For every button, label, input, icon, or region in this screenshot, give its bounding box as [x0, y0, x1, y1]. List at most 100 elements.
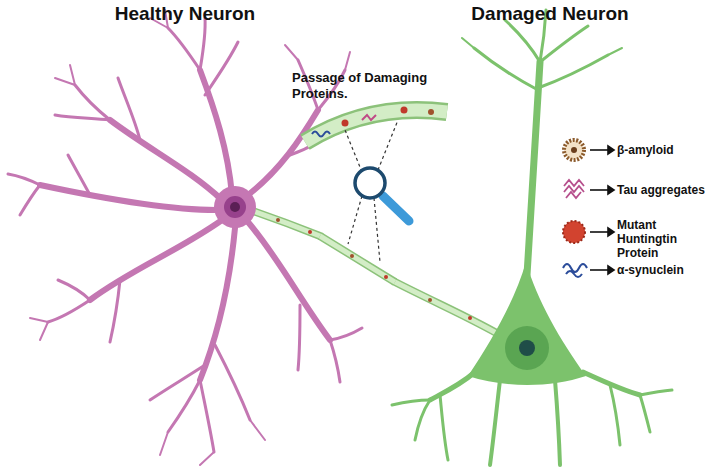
dendrite — [248, 110, 318, 195]
legend-arrow — [590, 189, 608, 191]
dendrite — [555, 380, 560, 465]
protein-dot — [350, 254, 354, 258]
axon-core — [250, 210, 320, 236]
dendrite — [40, 185, 216, 210]
dendrite — [640, 390, 672, 395]
dendrite — [505, 20, 540, 62]
legend-arrow — [590, 231, 608, 233]
dendrite — [168, 28, 200, 70]
dendrite — [20, 185, 40, 215]
dendrite — [527, 62, 540, 275]
dendrite — [118, 78, 140, 140]
axon-core — [320, 236, 395, 282]
legend-icons — [563, 140, 614, 277]
axon-outline — [320, 236, 395, 282]
huntingtin-icon — [563, 221, 585, 243]
axon-core — [395, 282, 512, 342]
legend-text: α-synuclein — [617, 263, 709, 277]
dendrite — [55, 65, 75, 85]
protein-dot — [468, 316, 472, 320]
neuron-heading: Healthy Neuron — [85, 3, 285, 25]
dendrite — [430, 372, 475, 400]
dendrite — [474, 48, 538, 90]
protein-dot — [428, 298, 432, 302]
tau-icon — [564, 180, 584, 198]
legend-arrows — [590, 146, 614, 274]
dendrite — [55, 115, 110, 120]
dendrite — [160, 420, 265, 465]
legend-arrow — [590, 149, 608, 151]
dendrite — [538, 55, 608, 88]
dendrite — [285, 45, 350, 70]
amyloid-icon-core — [571, 147, 577, 153]
dendrite — [330, 340, 340, 382]
protein-dot — [384, 275, 388, 279]
dendrite — [415, 400, 430, 440]
leader-line — [378, 120, 398, 170]
axon-outline — [250, 210, 320, 236]
dendrite — [462, 38, 622, 55]
dendrite — [330, 328, 362, 340]
leader-line — [374, 198, 380, 262]
dendrite — [90, 220, 222, 300]
tau-particle — [362, 115, 376, 120]
axon-outline — [395, 282, 512, 342]
neuron-region: Healthy Neuron — [0, 0, 320, 472]
legend-arrow — [590, 269, 608, 271]
dendrite — [298, 305, 300, 370]
dendrite — [110, 120, 222, 200]
legend-arrowhead — [608, 228, 614, 236]
dendrite — [150, 365, 205, 400]
dendrite — [168, 380, 200, 432]
huntingtin-particle — [342, 120, 349, 127]
legend-text: Mutant Huntingtin Protein — [617, 218, 709, 260]
protein-dot — [308, 230, 312, 234]
healthy-soma — [214, 186, 256, 228]
leader-lines — [345, 120, 398, 262]
dendrite — [110, 280, 120, 342]
dendrite — [392, 400, 430, 405]
dendrite — [215, 345, 250, 420]
leader-line — [345, 130, 362, 172]
neuron-heading: Damaged Neuron — [450, 3, 650, 25]
amyloid-icon — [564, 140, 584, 160]
legend-text: Tau aggregates — [617, 183, 709, 197]
dendrite — [8, 174, 40, 185]
dendrite — [540, 26, 588, 62]
huntingtin-particle — [401, 107, 408, 114]
dendrite — [58, 280, 90, 300]
legend-arrowhead — [608, 266, 614, 274]
healthy-nucleus — [224, 196, 246, 218]
dendrite — [610, 385, 620, 445]
dendrite — [440, 395, 448, 460]
dendrite — [68, 155, 90, 195]
dendrite — [490, 380, 500, 465]
dendrite — [640, 395, 650, 432]
healthy-nucleolus — [230, 202, 240, 212]
dendrite — [30, 318, 48, 340]
dendrite — [205, 42, 238, 95]
legend-text: β-amyloid — [617, 143, 709, 157]
legend-arrowhead — [608, 146, 614, 154]
axon-connector — [320, 236, 395, 282]
synuclein-icon — [563, 264, 587, 277]
amyloid-particle — [428, 109, 434, 115]
dendrite — [48, 300, 90, 322]
magnifier-lens — [355, 168, 385, 198]
annotation-label: Passage of Damaging Proteins. — [292, 70, 444, 102]
dendrite — [75, 85, 110, 120]
dendrite — [248, 222, 330, 340]
dendrite — [200, 228, 235, 380]
inset-axon-outline — [305, 110, 447, 142]
damaged-nucleolus — [519, 340, 535, 356]
damaged-soma — [468, 262, 586, 385]
protein-dot — [276, 218, 280, 222]
dendrite — [200, 380, 214, 452]
legend-arrowhead — [608, 186, 614, 194]
leader-line — [348, 196, 362, 244]
dendrite — [200, 70, 232, 195]
axon-stubs — [250, 210, 512, 342]
dendrite — [200, 18, 205, 70]
synuclein-particle — [312, 132, 330, 137]
